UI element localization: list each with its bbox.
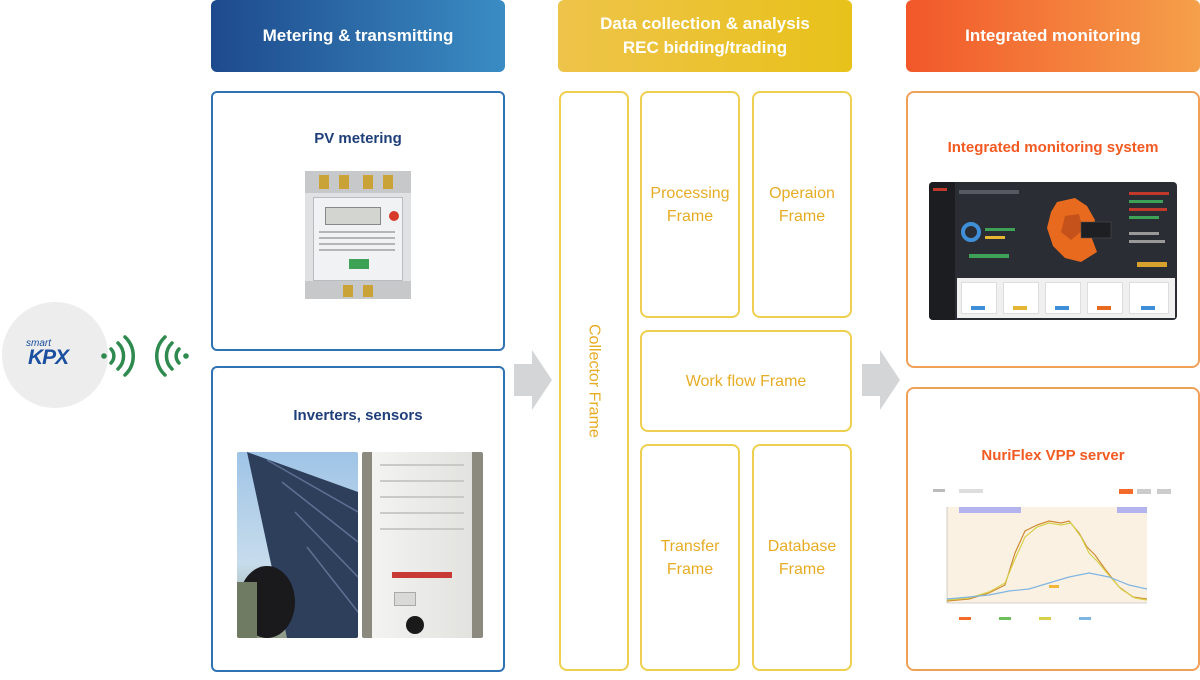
collection-header-line2: REC bidding/trading <box>622 38 788 57</box>
operation-frame-box: Operaion Frame <box>752 91 852 318</box>
solar-panel-image <box>237 452 358 638</box>
inverters-sensors-panel: Inverters, sensors <box>211 366 505 672</box>
monitoring-header: Integrated monitoring <box>906 0 1200 72</box>
monitoring-header-label: Integrated monitoring <box>965 26 1141 45</box>
kpx-logo-small-text: smart <box>26 338 51 349</box>
metering-header-label: Metering & transmitting <box>262 26 454 45</box>
pv-metering-panel: PV metering <box>211 91 505 351</box>
kpx-logo-brand-text: KPX <box>28 346 69 369</box>
vpp-server-panel: NuriFlex VPP server <box>906 387 1200 671</box>
monitoring-system-title: Integrated monitoring system <box>947 139 1159 156</box>
kpx-logo: smart KPX <box>2 302 108 408</box>
pv-meter-image <box>305 171 411 299</box>
workflow-frame-label: Work flow Frame <box>685 372 807 390</box>
operation-frame-label: Operaion Frame <box>769 184 835 225</box>
collector-frame-label: Collector Frame <box>585 324 603 438</box>
vpp-server-title: NuriFlex VPP server <box>981 447 1125 464</box>
database-frame-box: Database Frame <box>752 444 852 671</box>
metering-header: Metering & transmitting <box>211 0 505 72</box>
processing-frame-box: Processing Frame <box>640 91 740 318</box>
wireless-signal-icon-left <box>155 335 189 377</box>
inverters-sensors-title: Inverters, sensors <box>293 407 423 424</box>
wireless-signal-icon-right <box>101 335 135 377</box>
pv-metering-title: PV metering <box>314 130 402 147</box>
database-frame-label: Database Frame <box>767 537 837 578</box>
arrow-right-icon-2 <box>862 350 900 410</box>
processing-frame-label: Processing Frame <box>650 184 730 225</box>
monitoring-system-panel: Integrated monitoring system <box>906 91 1200 368</box>
dashboard-screenshot <box>929 182 1177 320</box>
transfer-frame-box: Transfer Frame <box>640 444 740 671</box>
collection-header-line1: Data collection & analysis <box>600 14 810 33</box>
arrow-right-icon-1 <box>514 350 552 410</box>
workflow-frame-box: Work flow Frame <box>640 330 852 432</box>
transfer-frame-label: Transfer Frame <box>660 537 720 578</box>
vpp-chart-screenshot <box>929 485 1177 625</box>
collection-header: Data collection & analysis REC bidding/t… <box>558 0 852 72</box>
inverter-image <box>362 452 483 638</box>
collector-frame-box: Collector Frame <box>559 91 629 671</box>
